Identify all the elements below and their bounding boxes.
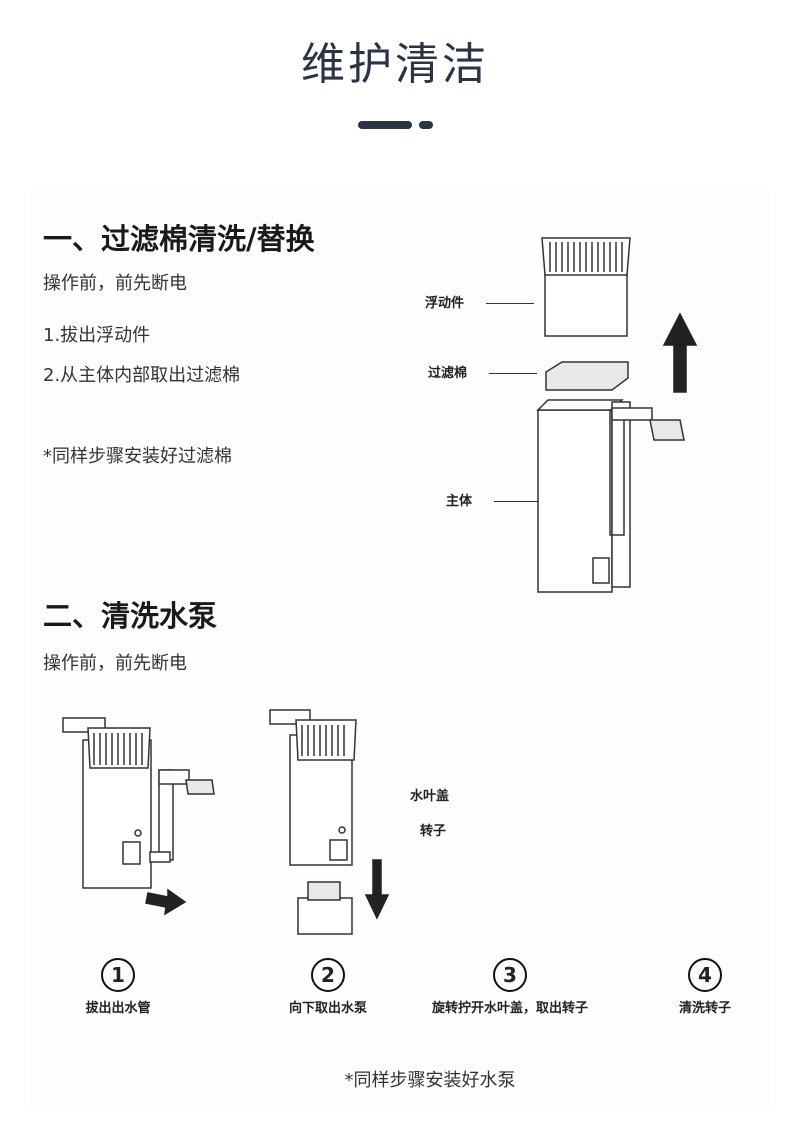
label-rotor: 转子: [420, 824, 447, 839]
section1-power-note: 操作前，前先断电: [43, 273, 187, 294]
content-panel: [30, 190, 770, 1110]
step-caption-2: 向下取出水泵: [288, 1001, 367, 1016]
label-body: 主体: [446, 490, 543, 509]
section2-footnote: *同样步骤安装好水泵: [344, 1070, 516, 1091]
title-divider-bar: [358, 121, 412, 129]
label-impeller-cover: 水叶盖: [410, 789, 450, 804]
label-float: 浮动件: [425, 292, 535, 311]
step-number-4: 4: [688, 958, 722, 992]
step-caption-3: 旋转拧开水叶盖，取出转子: [431, 1001, 588, 1016]
step-number-1: 1: [101, 958, 135, 992]
section1-step-2: 2.从主体内部取出过滤棉: [43, 365, 241, 386]
section1-heading: 一、过滤棉清洗/替换: [43, 222, 315, 256]
step2-illustration: [269, 709, 390, 935]
section2-heading: 二、清洗水泵: [43, 599, 218, 633]
page-title: 维护清洁: [301, 39, 489, 90]
label-sponge: 过滤棉: [428, 362, 538, 381]
section1-step-1: 1.拔出浮动件: [43, 325, 151, 346]
step-number-2: 2: [311, 958, 345, 992]
step1-illustration: [62, 717, 215, 916]
title-divider-dot: [419, 121, 433, 129]
step-caption-4: 清洗转子: [678, 1001, 731, 1016]
step-caption-1: 拔出出水管: [85, 1001, 151, 1016]
step-number-3: 3: [493, 958, 527, 992]
section1-footnote: *同样步骤安装好过滤棉: [43, 446, 232, 467]
section2-power-note: 操作前，前先断电: [43, 653, 187, 674]
